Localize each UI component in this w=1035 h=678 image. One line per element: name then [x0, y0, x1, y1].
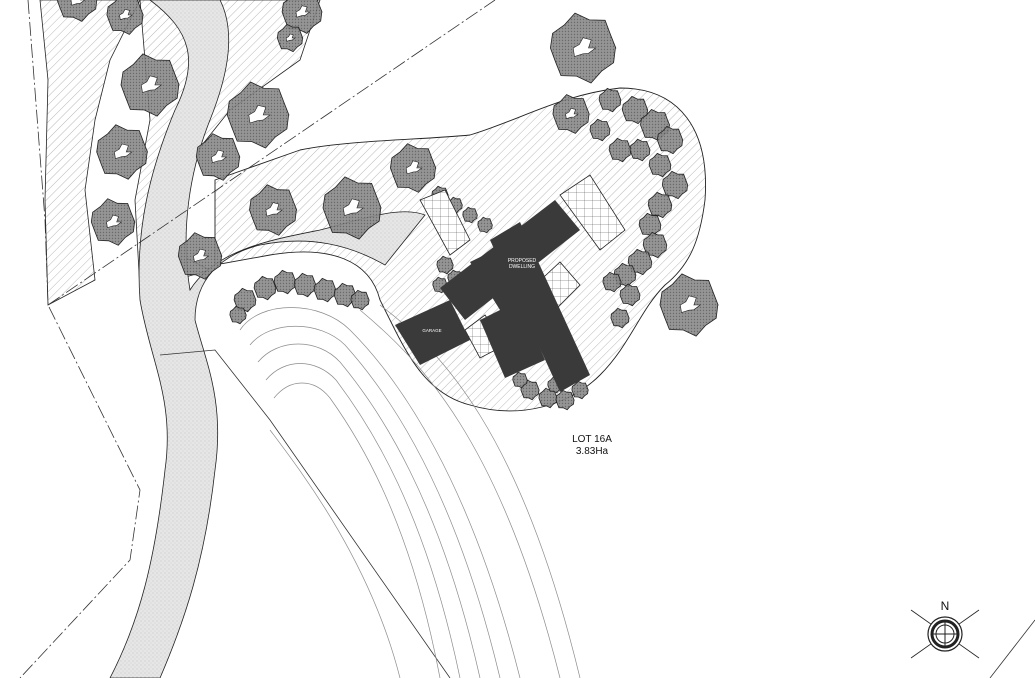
- lot-area: 3.83Ha: [576, 446, 609, 457]
- garage-label: GARAGE: [422, 328, 441, 333]
- tree-canopy: [610, 307, 630, 329]
- tree-canopy-gap: [679, 295, 702, 313]
- house-lawn-area: [214, 87, 706, 412]
- north-label: N: [941, 599, 950, 613]
- driveway: [109, 0, 426, 678]
- tree-canopy: [619, 283, 641, 307]
- tree-canopy: [629, 138, 651, 162]
- tree-canopy-gap: [565, 107, 579, 120]
- dwelling-label: DWELLING: [509, 264, 535, 270]
- tree-canopy: [436, 255, 454, 275]
- boundary-line: [159, 349, 451, 678]
- tree-canopy: [598, 87, 622, 113]
- tree-canopy: [648, 152, 672, 178]
- tree-canopy-gap: [114, 143, 133, 159]
- tree-canopy: [477, 216, 493, 234]
- tree-canopy-gap: [285, 33, 296, 42]
- tree-canopy: [627, 248, 653, 276]
- tree-canopy: [555, 389, 575, 411]
- tree-canopy: [229, 305, 247, 325]
- tree-canopy: [608, 137, 632, 163]
- tree-canopy: [350, 289, 370, 311]
- garage: [395, 300, 470, 365]
- tree-canopy-gap: [119, 8, 133, 21]
- tree-canopy: [281, 0, 323, 34]
- tree-canopy-gap: [193, 248, 210, 262]
- tree-canopy: [602, 271, 622, 293]
- boundary-line: [989, 619, 1035, 678]
- dwelling-wing-south: [480, 300, 545, 378]
- tree-group: [56, 0, 719, 411]
- tree-canopy: [661, 170, 689, 200]
- deck: [559, 174, 626, 251]
- tree-canopy: [462, 206, 478, 224]
- tree-canopy-gap: [106, 214, 123, 228]
- boundary-line: [19, 0, 141, 678]
- tree-canopy: [589, 118, 611, 142]
- dwelling-wing-north: [470, 245, 540, 318]
- tree-canopy: [333, 282, 357, 308]
- tree-canopy-gap: [211, 149, 228, 163]
- tree-canopy-gap: [572, 37, 597, 57]
- tree-canopy: [656, 125, 684, 155]
- proposed-dwelling: PROPOSED DWELLING GARAGE: [395, 174, 626, 392]
- north-arrow-icon: N: [910, 599, 980, 659]
- lot-name: LOT 16A: [572, 434, 612, 445]
- dwelling-label: PROPOSED: [508, 258, 537, 264]
- tree-canopy-gap: [70, 0, 86, 6]
- tree-canopy: [647, 191, 673, 219]
- tree-canopy: [273, 269, 297, 295]
- tree-canopy: [512, 371, 528, 389]
- tree-canopy: [642, 231, 668, 259]
- boundary-line: [47, 0, 496, 306]
- tree-canopy: [621, 95, 649, 125]
- tree-canopy: [293, 272, 317, 298]
- tree-canopy: [313, 277, 337, 303]
- deck: [419, 189, 471, 256]
- tree-canopy: [253, 275, 277, 301]
- tree-canopy-gap: [140, 75, 163, 93]
- tree-canopy: [56, 0, 98, 22]
- contour-lines: [239, 304, 581, 678]
- tree-canopy-gap: [295, 5, 311, 18]
- tree-canopy-gap: [405, 160, 423, 175]
- tree-canopy-gap: [248, 104, 271, 124]
- tree-canopy-gap: [342, 198, 365, 216]
- tree-canopy: [571, 380, 589, 400]
- tree-canopy-gap: [265, 202, 283, 217]
- tree-canopy: [233, 287, 257, 313]
